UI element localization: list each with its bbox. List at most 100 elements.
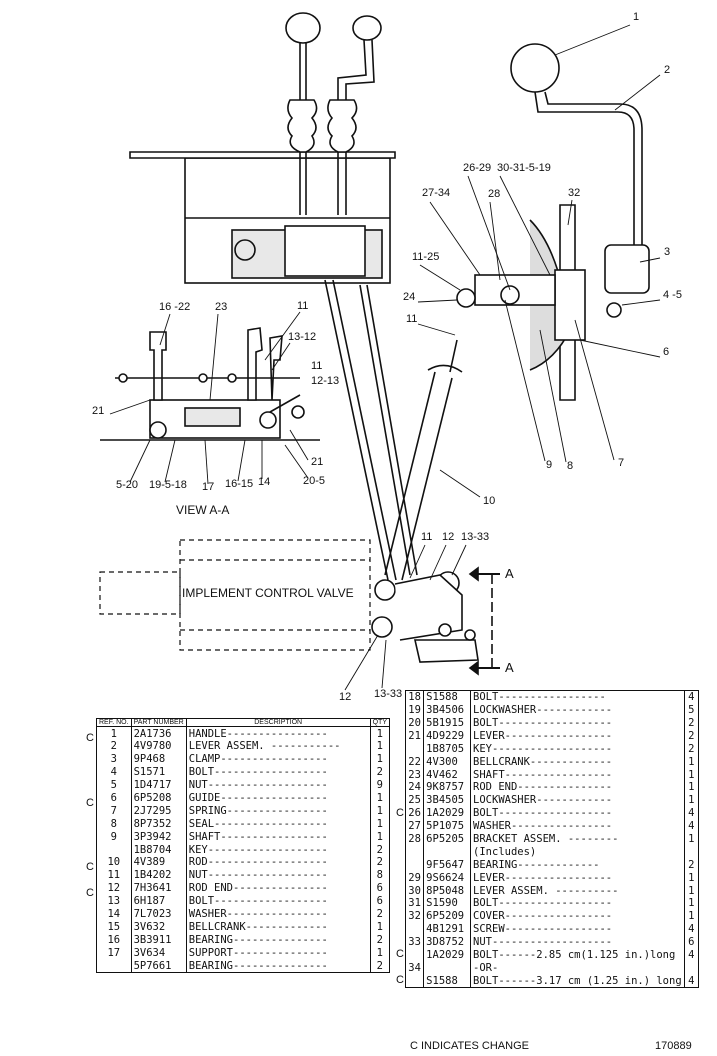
cell-qty: 6 — [369, 882, 391, 895]
cell-ref: 24 — [404, 781, 425, 795]
cell-part: 2J7295 — [130, 804, 187, 818]
cell-ref: 13 — [96, 894, 132, 908]
callout-label: 28 — [488, 188, 500, 200]
cell-part: 6H187 — [130, 894, 187, 908]
cell-qty: 9 — [369, 778, 391, 792]
cell-qty: 2 — [369, 843, 391, 857]
cell-desc: ROD END--------------- — [185, 882, 371, 895]
cell-part — [423, 961, 472, 975]
cell-ref: 5 — [96, 778, 132, 792]
section-arrows — [468, 566, 500, 676]
callout-label: 5-20 — [116, 479, 138, 491]
cell-qty: 2 — [369, 907, 391, 921]
callout-label: 11 — [406, 313, 417, 325]
cell-qty: 2 — [369, 933, 391, 947]
view-a-a-assembly — [100, 327, 320, 441]
callout-label: 23 — [215, 301, 227, 313]
cell-desc: BEARING--------------- — [185, 959, 371, 973]
cell-qty: 4 — [683, 807, 700, 820]
cell-desc: GUIDE----------------- — [185, 791, 371, 805]
callout-label: 1 — [633, 11, 639, 23]
cell-part: 3B3911 — [130, 933, 187, 947]
callout-label: 19-5-18 — [149, 479, 187, 491]
cell-qty: 1 — [369, 830, 391, 844]
callout-label: 12-13 — [311, 375, 339, 387]
cell-desc: NUT------------------- — [185, 778, 371, 792]
cell-qty: 1 — [369, 740, 391, 754]
cell-ref: 26 — [404, 807, 425, 820]
change-marker: C — [86, 887, 94, 899]
callout-label: 4 -5 — [663, 289, 682, 301]
callout-label: 11-25 — [412, 251, 439, 263]
cell-part: 2A1736 — [130, 726, 187, 741]
cell-qty: 8 — [369, 869, 391, 883]
callout-label: 26-29 — [463, 162, 491, 174]
cell-desc: CLAMP----------------- — [185, 753, 371, 767]
cell-qty — [683, 845, 700, 859]
cell-part: 1B8705 — [423, 742, 472, 756]
cell-qty: 1 — [683, 755, 700, 769]
callout-label: 8 — [567, 460, 573, 472]
cell-desc: LOCKWASHER------------ — [470, 703, 685, 717]
clamp — [604, 244, 650, 294]
cell-part: 4V300 — [423, 755, 472, 769]
cell-desc: BRACKET ASSEM. -------- — [470, 832, 685, 846]
cell-ref: 18 — [404, 690, 425, 704]
cell-desc: KEY------------------- — [470, 742, 685, 756]
col-qty: QTY — [369, 717, 391, 728]
callout-label: 27-34 — [422, 187, 450, 199]
cell-desc: SHAFT----------------- — [470, 768, 685, 782]
figure-number: 170889 — [655, 1040, 692, 1052]
callout-label: 20-5 — [303, 475, 325, 487]
cell-desc: WASHER---------------- — [185, 907, 371, 921]
change-marker: C — [396, 807, 404, 819]
callout-label: 12 — [339, 691, 351, 700]
cell-part: 4D9229 — [423, 729, 472, 743]
cell-ref — [404, 845, 425, 859]
cell-part: 9F5647 — [423, 858, 472, 872]
cell-ref: 2 — [96, 740, 132, 754]
change-marker: C — [396, 948, 404, 960]
valve-linkage — [371, 571, 479, 663]
callout-label: 12 — [442, 531, 454, 543]
cell-ref — [404, 923, 425, 936]
cell-part: 4V462 — [423, 768, 472, 782]
cell-ref: 1 — [96, 726, 132, 741]
cell-desc: SEAL------------------ — [185, 817, 371, 831]
cell-desc: BOLT------------------ — [470, 716, 685, 730]
control-rod-b — [359, 284, 411, 576]
cell-qty: 2 — [683, 729, 700, 743]
callout-label: 21 — [311, 456, 323, 468]
callout-label: 9 — [546, 459, 552, 471]
cell-part: 3D8752 — [423, 935, 472, 949]
cell-qty: 1 — [369, 817, 391, 831]
cell-part: 4V9780 — [130, 740, 187, 754]
callout-label: 13-33 — [374, 688, 402, 700]
cell-part: 5P7661 — [130, 959, 187, 973]
cell-part: 8P5048 — [423, 884, 472, 898]
control-rod-a — [324, 279, 389, 581]
cell-ref: 11 — [96, 869, 132, 883]
cell-desc: BOLT----------------- — [470, 690, 685, 704]
cell-part: S1590 — [423, 897, 472, 911]
cell-desc: LEVER----------------- — [470, 729, 685, 743]
cell-ref: 17 — [96, 946, 132, 960]
cell-desc: BOLT------------------ — [470, 807, 685, 820]
cell-qty: 1 — [683, 910, 700, 924]
